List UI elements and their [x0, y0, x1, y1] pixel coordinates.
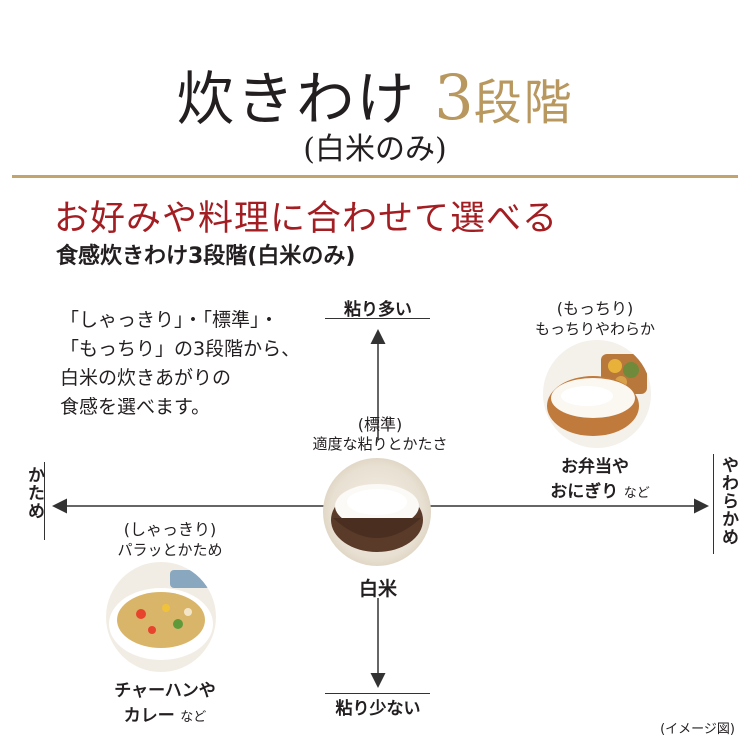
- axis-top-label: 粘り多い: [344, 300, 412, 320]
- standard-mode-label: (標準): [357, 415, 403, 434]
- title-number: 3: [434, 61, 474, 134]
- description-line: 「しゃっきり」・「標準」・: [60, 309, 279, 331]
- description-line: 白米の炊きあがりの: [60, 367, 232, 389]
- fried-rice-illustration: [109, 570, 213, 660]
- mochiri-use-line2: おにぎり など: [520, 477, 680, 502]
- axis-right-label: やわらかめ: [718, 456, 738, 546]
- gold-divider: [12, 175, 738, 178]
- axis-right-rule: [713, 454, 714, 554]
- title-main: 炊きわけ: [176, 65, 417, 133]
- headline: お好みや料理に合わせて選べる: [54, 199, 559, 239]
- white-rice-bowl-image: [323, 458, 431, 566]
- shakkiri-use-line2-main: カレー: [123, 706, 175, 726]
- shakkiri-use-line2: カレー など: [90, 701, 240, 726]
- axis-bottom-label: 粘り少ない: [335, 699, 421, 719]
- fried-rice-image: [106, 562, 216, 672]
- mochiri-mode-label: (もっちり): [556, 299, 634, 318]
- mochiri-use-etc: など: [623, 486, 650, 501]
- image-note: (イメージ図): [660, 722, 735, 737]
- axis-bottom-overline: [325, 693, 430, 694]
- shakkiri-mode-label: (しゃっきり): [123, 520, 217, 539]
- white-rice-label: 白米: [358, 578, 397, 600]
- standard-caption: 適度な粘りとかたさ: [312, 435, 448, 453]
- description: 「しゃっきり」・「標準」・ 「もっちり」の3段階から、 白米の炊きあがりの 食感…: [60, 306, 300, 422]
- mochiri-caption: もっちりやわらか: [534, 320, 655, 338]
- subheadline: 食感炊きわけ3段階(白米のみ): [56, 244, 356, 269]
- description-line: 食感を選べます。: [60, 396, 211, 418]
- title-tail: 段階: [473, 75, 574, 131]
- shakkiri-caption: パラッとかため: [117, 541, 223, 559]
- description-line: 「もっちり」の3段階から、: [60, 338, 301, 360]
- axis-top-underline: [325, 318, 430, 319]
- mochiri-use-line1: お弁当や: [561, 457, 629, 477]
- bento-box-illustration: [547, 354, 647, 436]
- shakkiri-use-etc: など: [180, 710, 207, 725]
- axis-left-rule: [44, 462, 45, 540]
- page-subtitle: (白米のみ): [303, 132, 447, 167]
- axis-left-label: かため: [24, 466, 44, 520]
- bento-rice-image: [543, 340, 651, 448]
- mochiri-use-line2-main: おにぎり: [550, 482, 619, 502]
- shakkiri-use-line1: チャーハンや: [114, 681, 216, 701]
- rice-bowl-illustration: [331, 484, 423, 552]
